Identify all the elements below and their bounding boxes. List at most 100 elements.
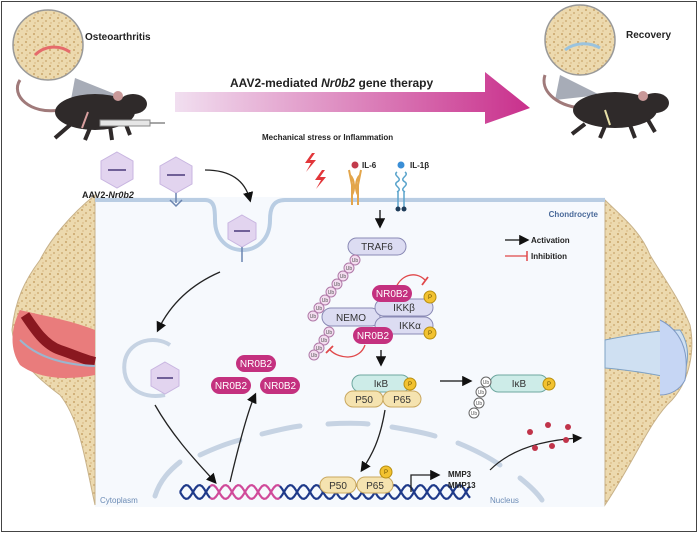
svg-text:Ub: Ub [471,411,478,417]
mmp3-label: MMP3 [448,470,472,479]
svg-text:P50: P50 [355,395,373,406]
phospho-icon: P [403,377,417,391]
il6-label: IL-6 [362,161,377,170]
nr0b2-protein: NR0B2 [372,285,412,302]
activation-arrow [360,409,386,473]
svg-text:P65: P65 [393,395,411,406]
lightning-icon [305,153,316,172]
svg-text:P: P [428,295,432,301]
svg-text:Ub: Ub [311,353,318,359]
svg-text:IKKα: IKKα [399,321,421,332]
svg-text:IκB: IκB [512,379,527,390]
mmp13-label: MMP13 [448,481,476,490]
ubiquitin-icon: Ub [475,386,487,398]
recovery-label: Recovery [626,30,671,41]
svg-text:Ub: Ub [326,330,333,336]
activation-arrow [204,169,254,203]
p50-protein: P50 [319,476,357,494]
osteoarthritis-label: Osteoarthritis [85,32,151,43]
ubiquitin-icon: Ub [308,349,320,361]
oa-joint-inset [12,9,84,81]
recovery-joint-inset [544,4,616,76]
therapy-arrow [175,72,530,124]
il6-receptor-icon [348,161,362,205]
p65-protein: P65 [382,390,422,408]
ubiquitin-icon: Ub [468,407,480,419]
nuclear-envelope [152,420,545,503]
right-joint-healthy [604,198,693,507]
svg-text:Ub: Ub [483,380,490,386]
ubiquitin-icon: Ub [323,326,335,338]
svg-text:Ub: Ub [316,346,323,352]
nemo-protein: NEMO [321,307,381,327]
svg-text:P: P [408,382,412,388]
ubiquitin-icon: Ub [349,254,361,266]
aav-vector-icon [100,151,134,189]
aav-vector-binding-icon [159,156,193,208]
p65-protein: P65 [356,476,394,494]
svg-text:Ub: Ub [334,282,341,288]
nr0b2-protein: NR0B2 [211,377,251,394]
lightning-icon [315,170,326,189]
svg-text:Ub: Ub [478,390,485,396]
svg-text:P: P [547,382,551,388]
ubiquitin-icon: Ub [337,270,349,282]
svg-text:P50: P50 [329,481,347,492]
ikb-protein: IκB [351,374,411,393]
phospho-icon: P [423,290,437,304]
transcription-arrow [410,469,441,492]
inhibition-legend-label: Inhibition [531,252,567,261]
nr0b2-protein: NR0B2 [260,377,300,394]
traf6-protein: TRAF6 [347,237,407,256]
dna-strand [209,483,281,501]
svg-text:NR0B2: NR0B2 [357,331,390,342]
dna-strand [179,483,211,501]
p50-protein: P50 [344,390,384,408]
nucleus-label: Nucleus [490,496,519,505]
svg-text:P65: P65 [366,481,384,492]
ubiquitin-icon: Ub [313,302,325,314]
svg-text:TRAF6: TRAF6 [361,242,393,253]
svg-text:IKKβ: IKKβ [393,303,415,314]
phospho-icon: P [542,377,556,391]
ubiquitin-icon: Ub [307,310,319,322]
nr0b2-protein: NR0B2 [236,355,276,372]
svg-text:NR0B2: NR0B2 [376,289,409,300]
ubiquitin-icon: Ub [480,376,492,388]
ubiquitin-icon: Ub [331,278,343,290]
ubiquitin-icon: Ub [343,262,355,274]
chondrocyte-label: Chondrocyte [549,210,599,219]
mmp-secreted-particles [527,422,571,451]
svg-text:NR0B2: NR0B2 [240,359,273,370]
svg-text:Ub: Ub [316,306,323,312]
svg-text:NR0B2: NR0B2 [215,381,248,392]
ubiquitin-icon: Ub [318,334,330,346]
phospho-icon: P [423,326,437,340]
svg-text:Ub: Ub [322,298,329,304]
svg-text:Ub: Ub [346,266,353,272]
legend: Activation Inhibition [505,234,570,261]
activation-arrow [156,271,221,333]
svg-text:IκB: IκB [374,379,389,390]
svg-text:Ub: Ub [310,314,317,320]
syringe-icon [99,119,151,127]
svg-text:Ub: Ub [352,258,359,264]
phospho-icon: P [379,465,393,479]
svg-text:P: P [384,470,388,476]
aav-vector-endocytosed-icon [227,214,257,262]
cytoplasm-label: Cytoplasm [100,496,138,505]
svg-text:NR0B2: NR0B2 [264,381,297,392]
dna-strand [179,483,211,501]
aav2-nr0b2-label: AAV2-Nr0b2 [82,190,134,200]
svg-text:Ub: Ub [340,274,347,280]
activation-arrow [229,392,257,483]
endosome [122,338,172,398]
recovery-mouse [542,4,669,139]
ubiquitin-icon: Ub [325,286,337,298]
therapy-title: AAV2-mediated Nr0b2 gene therapy [230,76,434,90]
il1b-label: IL-1β [410,161,429,170]
ubiquitin-icon: Ub [319,294,331,306]
